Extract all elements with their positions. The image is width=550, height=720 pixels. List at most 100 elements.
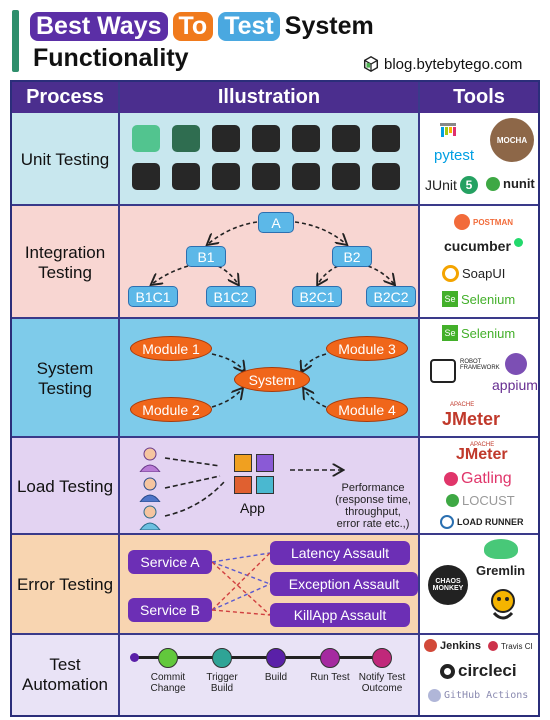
selenium-icon: Se [442,291,458,307]
soapui-icon [442,265,459,282]
load-tools: APACHE JMeter Gatling LOCUST LOAD RUNNER [420,438,538,535]
process-label: System Testing [36,358,94,398]
unit-illustration [120,113,418,206]
module-4: Module 4 [326,397,408,422]
gatling-icon [444,472,458,486]
pytest-icon [440,123,456,139]
gremlin-label: Gremlin [476,563,526,578]
junit-label: JUnit 5 [425,176,478,194]
selenium-label: Selenium [461,291,516,307]
integration-illustration: A B1 B2 B1C1 B1C2 B2C1 B2C2 [120,206,418,319]
node-b2c1: B2C1 [292,286,342,307]
user-icon [138,504,162,535]
node-b1c1: B1C1 [128,286,178,307]
jenkins-tool: Jenkins [424,639,481,652]
soapui-tool: SoapUI [442,265,505,282]
test-block [332,163,360,190]
test-block [292,125,320,152]
automation-tools: Jenkins Travis CI circleci GitHub Action… [420,635,538,715]
pipeline-step-label: Notify Test Outcome [358,672,406,694]
test-block [372,125,400,152]
integration-tools: POSTMAN cucumber SoapUI Se Selenium [420,206,538,319]
test-block [332,125,360,152]
latency-assault: Latency Assault [270,541,410,565]
row-system-testing: System Testing Module 1 Module 2 Module … [12,319,538,438]
title-line-2: Functionality [33,44,189,72]
column-header-tools: Tools [420,82,538,113]
blog-url: blog.bytebytego.com [384,55,523,73]
load-illustration: App Performance (response time, throughp… [120,438,418,535]
github-actions-label: GitHub Actions [444,690,529,701]
pipeline-step-dot [320,648,340,668]
test-block [212,125,240,152]
appium-icon [505,353,527,375]
system-node: System [234,367,310,392]
pipeline-step-label: Trigger Build [206,672,238,694]
selenium-tool: Se Selenium [442,291,515,307]
test-block [172,163,200,190]
soapui-label: SoapUI [462,266,506,281]
blog-link[interactable]: blog.bytebytego.com [362,55,522,73]
row-integration-testing: Integration Testing A B1 B2 B1C1 B [12,206,538,319]
row-test-automation: Test Automation Commit Change Trigger Bui… [12,635,538,715]
mocha-label: MOCHA [496,135,528,145]
test-block-passed [172,125,200,152]
postman-tool: POSTMAN [454,214,513,230]
robot-framework-label: ROBOT FRAMEWORK [460,359,500,371]
junit5-badge-icon: 5 [459,176,478,194]
chaos-monkey-icon: CHAOS MONKEY [428,565,468,605]
mocha-logo-icon: MOCHA [490,118,534,162]
row-unit-testing: Unit Testing [12,113,538,206]
monkey-icon [486,587,520,625]
nunit-icon [486,176,500,191]
system-illustration: Module 1 Module 2 Module 3 Module 4 Syst… [120,319,418,438]
test-block [292,163,320,190]
app-label: App [240,500,265,516]
service-a: Service A [128,550,212,574]
error-illustration: Service A Service B Latency Assault Exce… [120,535,418,635]
app-grid-icon [234,454,276,496]
cucumber-tool: cucumber [444,237,523,254]
title-word-system: System [284,12,374,40]
performance-line: (response time, [335,494,411,507]
robot-framework-icon [430,359,456,383]
locust-icon [446,494,459,507]
test-block [372,163,400,190]
travis-icon [488,641,498,651]
nunit-text: nunit [503,176,535,191]
selenium-icon: Se [442,325,458,341]
error-tools: Gremlin CHAOS MONKEY [420,535,538,635]
postman-icon [454,214,470,230]
performance-text: Performance (response time, throughput, … [326,482,420,530]
performance-line: throughput, [345,506,401,519]
process-label: Load Testing [16,476,114,496]
process-label: Integration Testing [24,242,106,282]
chaos-monkey-label: CHAOS MONKEY [432,578,464,592]
gatling-tool: Gatling [444,470,512,488]
loadrunner-tool: LOAD RUNNER [440,515,524,529]
locust-tool: LOCUST [446,493,515,508]
performance-line: error rate etc.,) [336,518,410,531]
exception-assault: Exception Assault [270,572,418,596]
circleci-label: circleci [458,661,517,680]
loadrunner-label: LOAD RUNNER [457,517,524,527]
service-b: Service B [128,598,212,622]
row-load-testing: Load Testing [12,438,538,535]
performance-line: Performance [341,482,405,494]
node-b2c2: B2C2 [366,286,416,307]
github-actions-icon [428,689,441,702]
pipeline-step-label: Build [264,672,288,683]
node-b1: B1 [186,246,226,267]
selenium-label: Selenium [461,325,516,341]
jenkins-label: Jenkins [440,639,481,652]
travis-tool: Travis CI [488,641,533,651]
process-label: Test Automation [22,655,108,694]
jmeter-label: JMeter [442,409,501,429]
title-accent-bar [12,10,19,72]
pipeline-step-label: Commit Change [150,672,186,694]
bytebytego-logo-icon [363,55,379,73]
process-label: Error Testing [16,575,114,595]
column-divider [118,82,120,715]
pipeline-start-dot [130,653,139,662]
